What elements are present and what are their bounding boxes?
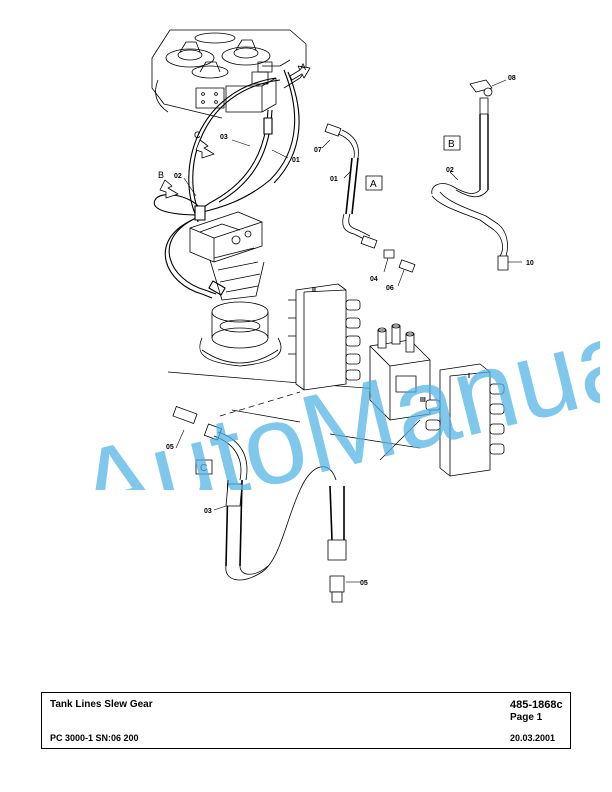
detail-a-hose — [324, 123, 416, 273]
pos-02-main: 02 — [174, 173, 182, 180]
detail-box-c — [195, 459, 213, 475]
hose-lines-main — [153, 69, 300, 299]
issue-date: 20.03.2001 — [510, 733, 556, 743]
callout-a-top: A — [300, 62, 306, 72]
valve-block-i — [425, 363, 505, 477]
callout-leaders — [175, 79, 522, 583]
pos-03-main: 03 — [220, 134, 228, 141]
title-block: Tank Lines Slew Gear 485-1868c Page 1 PC… — [41, 692, 571, 749]
pos-03-detail: 03 — [204, 508, 212, 515]
pos-06: 06 — [386, 285, 394, 292]
pos-04: 04 — [370, 276, 378, 283]
pos-08: 08 — [508, 75, 516, 82]
pos-05-lower: 05 — [360, 580, 368, 587]
detail-box-b — [443, 135, 461, 151]
pos-01-main: 01 — [292, 157, 300, 164]
callout-b-left: B — [158, 170, 164, 180]
drawing-title: Tank Lines Slew Gear — [50, 699, 153, 710]
valve-block-iii-label: III — [420, 397, 426, 404]
document-number: 485-1868c — [510, 699, 563, 711]
detail-box-a — [365, 175, 383, 191]
valve-block-i-label: I — [468, 373, 470, 380]
valve-block-ii-label: II — [312, 287, 316, 294]
page-number: Page 1 — [510, 712, 543, 723]
parts-illustration: A B C 01 02 03 07 01 04 06 08 02 10 05 0… — [151, 29, 534, 603]
detail-c-hose — [172, 406, 347, 603]
detail-box-a-label: A — [370, 179, 377, 190]
detail-box-c-label: C — [200, 463, 207, 474]
pos-05-upper: 05 — [166, 444, 174, 451]
pos-01-detail: 01 — [330, 176, 338, 183]
valve-block-iii — [369, 323, 431, 421]
pos-07: 07 — [314, 147, 322, 154]
pos-02-detail: 02 — [446, 167, 454, 174]
slew-gear-motor — [189, 211, 282, 367]
callout-c-left: C — [194, 130, 201, 140]
pos-10: 10 — [526, 260, 534, 267]
detail-b-hose — [431, 79, 509, 271]
detail-box-b-label: B — [448, 139, 455, 150]
valve-block-ii — [288, 283, 361, 391]
machine-serial: PC 3000-1 SN:06 200 — [50, 733, 139, 743]
hydraulic-tank — [151, 29, 307, 119]
